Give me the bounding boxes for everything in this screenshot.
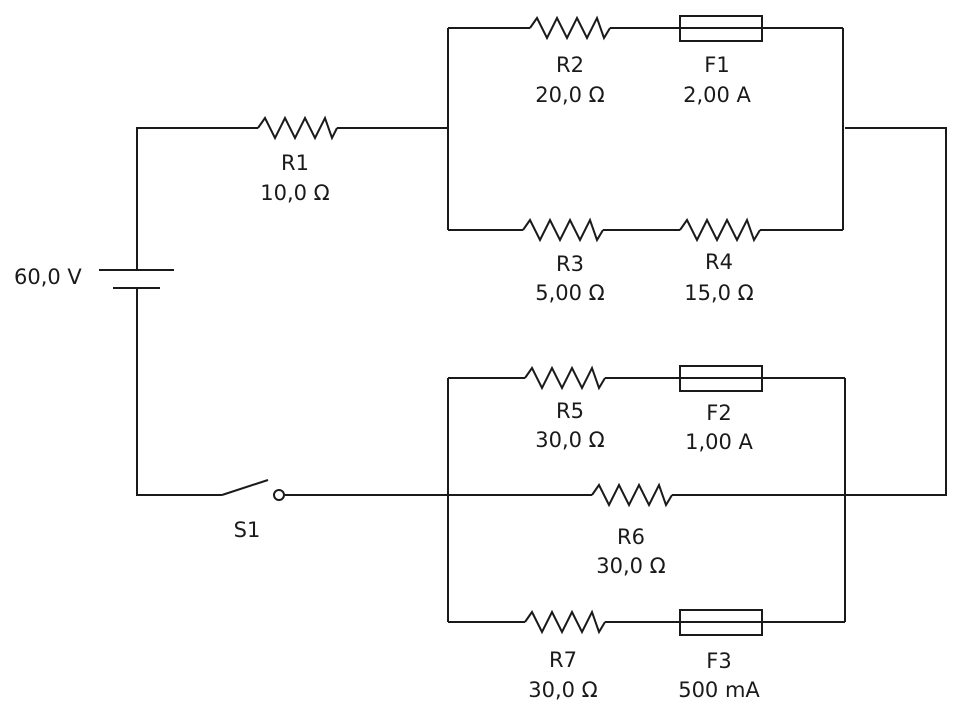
fuse-f2-id: F2 (706, 401, 731, 425)
resistor-r4: R4 15,0 Ω (679, 217, 761, 305)
battery-label: 60,0 V (14, 265, 82, 289)
fuse-f2: F2 1,00 A (679, 365, 763, 454)
wire-left-top (136, 127, 448, 260)
resistor-r6-value: 30,0 Ω (596, 554, 665, 578)
resistor-r2: R2 20,0 Ω (529, 15, 611, 107)
resistor-r7-id: R7 (549, 648, 577, 672)
fuse-f1-id: F1 (704, 53, 729, 77)
resistor-r7: R7 30,0 Ω (524, 609, 606, 702)
wires (136, 27, 947, 623)
resistor-r6: R6 30,0 Ω (591, 482, 673, 578)
resistor-r3-zigzag (522, 217, 604, 243)
resistor-r2-zigzag (529, 15, 611, 41)
resistor-r7-zigzag (524, 609, 606, 635)
fuse-f3-id: F3 (706, 649, 731, 673)
resistor-r4-id: R4 (705, 250, 733, 274)
fuse-f2-rating: 1,00 A (685, 430, 753, 454)
resistor-r2-id: R2 (556, 53, 584, 77)
switch-contact (273, 489, 285, 501)
resistor-r1-zigzag (257, 115, 338, 141)
resistor-r4-value: 15,0 Ω (684, 281, 753, 305)
resistor-r1: R1 10,0 Ω (257, 115, 338, 205)
resistor-r1-id: R1 (281, 151, 309, 175)
switch-s1: S1 (221, 479, 285, 542)
resistor-r6-id: R6 (617, 525, 645, 549)
fuse-f1-rating: 2,00 A (683, 83, 751, 107)
resistor-r7-value: 30,0 Ω (528, 678, 597, 702)
switch-label: S1 (234, 518, 261, 542)
resistor-r3-value: 5,00 Ω (535, 281, 604, 305)
resistor-r4-zigzag (679, 217, 761, 243)
resistor-r3: R3 5,00 Ω (522, 217, 605, 305)
fuse-f1: F1 2,00 A (679, 15, 763, 107)
battery: 60,0 V (14, 260, 174, 289)
resistor-r5-id: R5 (556, 399, 584, 423)
resistor-r2-value: 20,0 Ω (535, 83, 604, 107)
fuse-f3-rating: 500 mA (678, 678, 760, 702)
wire-switch-to-right (285, 127, 947, 496)
wire-left-bottom (136, 288, 222, 496)
resistor-r6-zigzag (591, 482, 673, 508)
resistor-r5-zigzag (524, 365, 606, 391)
resistor-r1-value: 10,0 Ω (260, 181, 329, 205)
fuse-f3: F3 500 mA (678, 609, 763, 702)
switch-blade (221, 479, 269, 496)
resistor-r5: R5 30,0 Ω (524, 365, 606, 452)
resistor-r5-value: 30,0 Ω (535, 428, 604, 452)
resistor-r3-id: R3 (556, 252, 584, 276)
